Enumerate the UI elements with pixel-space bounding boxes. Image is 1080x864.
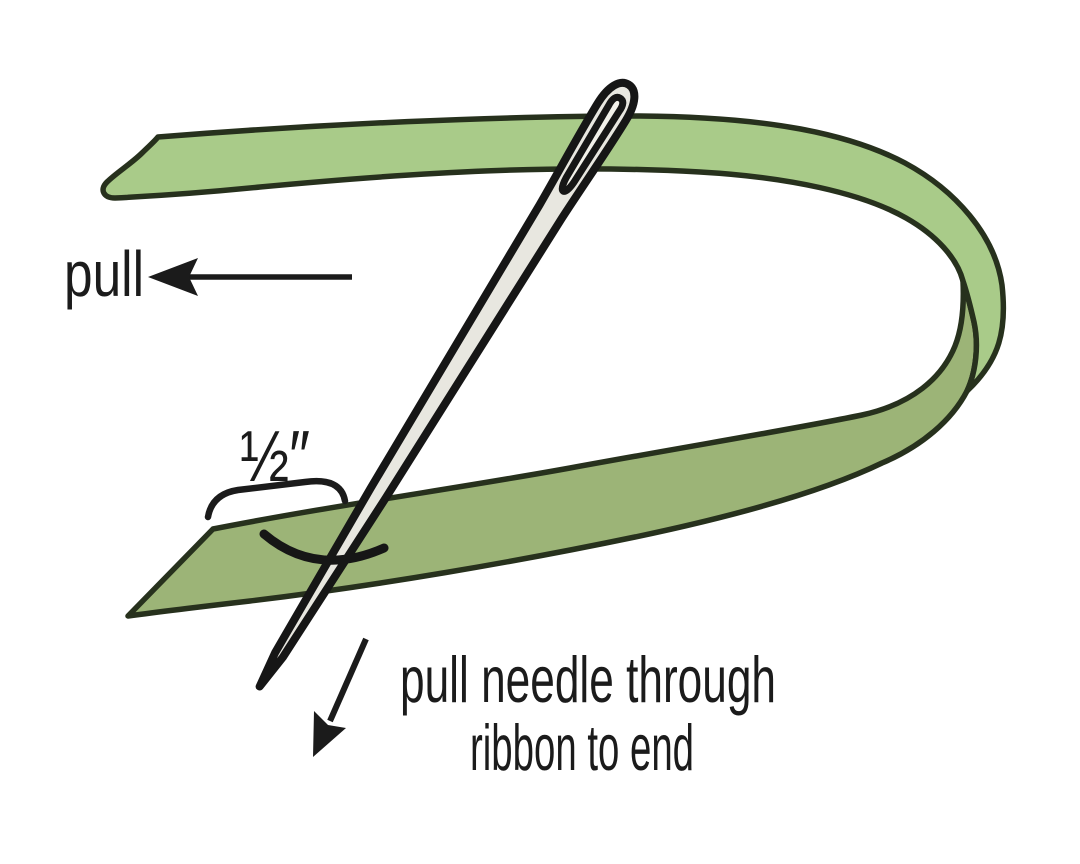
pull-down-arrow <box>313 637 369 757</box>
pull-left-arrow-head <box>148 258 198 296</box>
needle <box>255 78 639 691</box>
pull-down-arrow-head <box>313 711 346 757</box>
instruction-line2: ribbon to end <box>470 711 694 784</box>
pull-label: pull <box>64 238 144 310</box>
instruction-line1: pull needle through <box>400 643 776 716</box>
pull-left-arrow <box>148 258 352 296</box>
pull-down-arrow-line <box>327 637 369 723</box>
ribbon-front-band <box>100 113 1007 394</box>
needle-eye-slot <box>558 93 627 195</box>
stitch-hole-arc <box>259 529 389 565</box>
measurement-label: ½″ <box>240 417 310 497</box>
needle-body <box>255 78 639 691</box>
measurement-bracket <box>204 477 349 521</box>
